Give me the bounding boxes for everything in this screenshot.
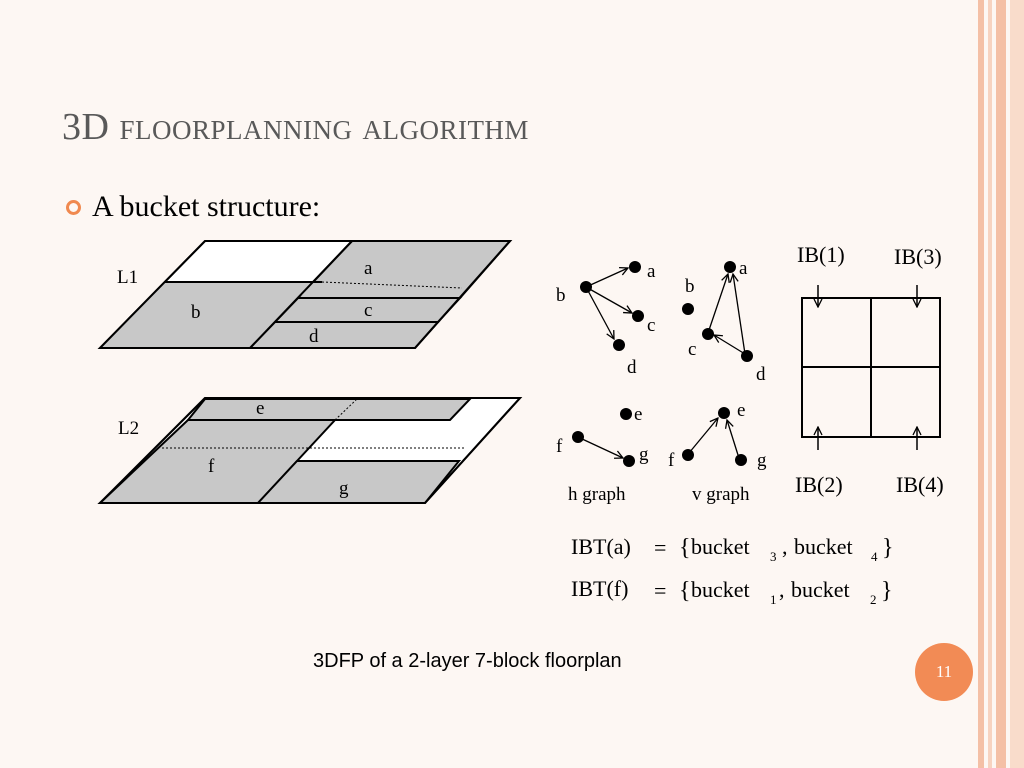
formula-brace: { (679, 578, 691, 604)
block-c-label: c (364, 300, 372, 321)
layer1-label: L1 (117, 267, 138, 288)
graph-node (623, 455, 635, 467)
formula-comma: , (782, 534, 788, 559)
layer2-label: L2 (118, 418, 139, 439)
page-number-badge: 11 (915, 643, 973, 701)
figure-caption: 3DFP of a 2-layer 7-block floorplan (313, 650, 622, 672)
formula-comma: , (779, 577, 785, 602)
graph-l2-v: e f g v graph (668, 400, 767, 505)
formula-lhs: IBT(f) (571, 576, 628, 601)
figure: L1 a b c d L2 e f g a b c d (97, 240, 944, 607)
graph-node (682, 449, 694, 461)
graph-node (613, 339, 625, 351)
graph-node (620, 408, 632, 420)
decor-stripe (978, 0, 984, 768)
block-a-label: a (364, 258, 373, 279)
formula-brace: } (882, 535, 894, 561)
slide-title: 3D floorplanning algorithm (62, 106, 529, 148)
graph-node (718, 407, 730, 419)
formula-brace: } (881, 578, 893, 604)
node-label: c (647, 315, 655, 336)
block-e (185, 398, 473, 421)
formula-term: bucket (791, 577, 850, 602)
graph-node (735, 454, 747, 466)
graph-node (702, 328, 714, 340)
h-graph-label: h graph (568, 484, 626, 505)
formula-sub: 1 (770, 592, 777, 607)
graph-node (741, 350, 753, 362)
formula-sub: 3 (770, 549, 777, 564)
formula-eq: = (654, 535, 666, 560)
node-label: a (647, 261, 656, 282)
graph-node (572, 431, 584, 443)
node-label: b (685, 276, 695, 297)
decor-stripe (996, 0, 1006, 768)
formula-ibt-a: IBT(a) = { bucket 3 , bucket 4 } (571, 534, 894, 564)
block-d (247, 321, 441, 349)
formula-term: bucket (691, 577, 750, 602)
node-label: f (556, 436, 563, 457)
node-label: b (556, 285, 566, 306)
node-label: g (639, 444, 649, 465)
bullet-text: A bucket structure: (92, 190, 321, 223)
formula-eq: = (654, 578, 666, 603)
formula-ibt-f: IBT(f) = { bucket 1 , bucket 2 } (571, 576, 893, 607)
block-e-label: e (256, 398, 264, 419)
graph-node (580, 281, 592, 293)
formula-brace: { (679, 535, 691, 561)
node-label: c (688, 339, 696, 360)
formula-sub: 2 (870, 592, 877, 607)
node-label: d (756, 364, 766, 385)
node-label: f (668, 450, 675, 471)
formula-sub: 4 (871, 549, 878, 564)
formula-term: bucket (794, 534, 853, 559)
graph-node (629, 261, 641, 273)
layer1-floorplan: L1 a b c d (97, 240, 513, 349)
ib2-label: IB(2) (795, 472, 843, 497)
node-label: e (634, 404, 642, 425)
graph-node (682, 303, 694, 315)
ib3-label: IB(3) (894, 244, 942, 269)
node-label: a (739, 258, 748, 279)
ib4-label: IB(4) (896, 472, 944, 497)
formula-lhs: IBT(a) (571, 534, 631, 559)
graph-l1-h: a b c d (556, 261, 656, 378)
graph-node (724, 261, 736, 273)
block-g-label: g (339, 478, 349, 499)
node-label: d (627, 357, 637, 378)
block-d-label: d (309, 326, 319, 347)
graph-l2-h: e f g h graph (556, 404, 649, 505)
graph-node (632, 310, 644, 322)
node-label: g (757, 450, 767, 471)
ib1-label: IB(1) (797, 242, 845, 267)
node-label: e (737, 400, 745, 421)
v-graph-label: v graph (692, 484, 750, 505)
decor-stripe (988, 0, 992, 768)
graph-l1-v: a b c d (682, 258, 766, 385)
formula-term: bucket (691, 534, 750, 559)
decor-stripe (1010, 0, 1024, 768)
block-f-label: f (208, 456, 215, 477)
layer2-floorplan: L2 e f g (97, 397, 523, 504)
bullet-icon (66, 200, 81, 215)
block-b-label: b (191, 302, 201, 323)
bucket-grid: IB(1) IB(3) IB(2) IB(4) (795, 242, 944, 497)
